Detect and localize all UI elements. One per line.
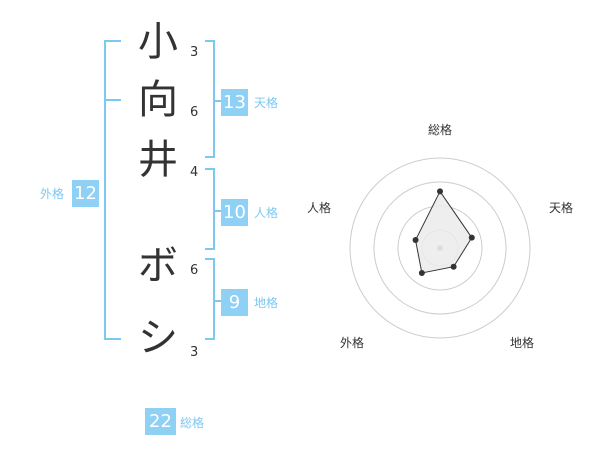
radar-point-3 — [450, 263, 457, 270]
name-char-2: 向 — [138, 77, 178, 123]
soukaku-score: 22 — [145, 408, 176, 435]
name-char-1: 小 — [138, 19, 178, 65]
radar-chart — [349, 157, 531, 339]
radar-grid-ring-4 — [349, 157, 531, 339]
stroke-count-4: 6 — [190, 263, 199, 278]
radar-point-4 — [418, 269, 425, 276]
radar-point-2 — [468, 234, 475, 241]
jinkaku-label: 人格 — [254, 206, 279, 220]
radar-axis-label-chikaku: 地格 — [510, 336, 535, 350]
stroke-count-5: 3 — [190, 345, 199, 360]
name-char-3: 井 — [138, 137, 178, 183]
name-char-5: シ — [138, 315, 178, 361]
tenkaku-label: 天格 — [254, 96, 279, 110]
chikaku-label: 地格 — [254, 296, 279, 310]
stroke-count-3: 4 — [190, 165, 199, 180]
chikaku-score: 9 — [221, 289, 248, 316]
radar-series-polygon — [415, 190, 473, 274]
name-char-4: ボ — [138, 243, 178, 289]
radar-center-dot — [437, 245, 443, 251]
jinkaku-score: 10 — [221, 199, 248, 226]
gaikaku-score: 12 — [72, 180, 99, 207]
stroke-count-2: 6 — [190, 105, 199, 120]
tenkaku-score: 13 — [221, 89, 248, 116]
radar-axis-label-soukaku: 総格 — [428, 123, 453, 137]
radar-axis-label-tenkaku: 天格 — [549, 201, 574, 215]
soukaku-label: 総格 — [180, 416, 205, 430]
radar-point-5 — [412, 237, 419, 244]
radar-axis-label-gaikaku: 外格 — [340, 336, 365, 350]
radar-grid-ring-3 — [373, 181, 507, 315]
radar-point-1 — [437, 188, 443, 195]
gaikaku-label: 外格 — [40, 187, 65, 201]
radar-axis-label-jinkaku: 人格 — [307, 201, 332, 215]
stroke-count-1: 3 — [190, 45, 199, 60]
